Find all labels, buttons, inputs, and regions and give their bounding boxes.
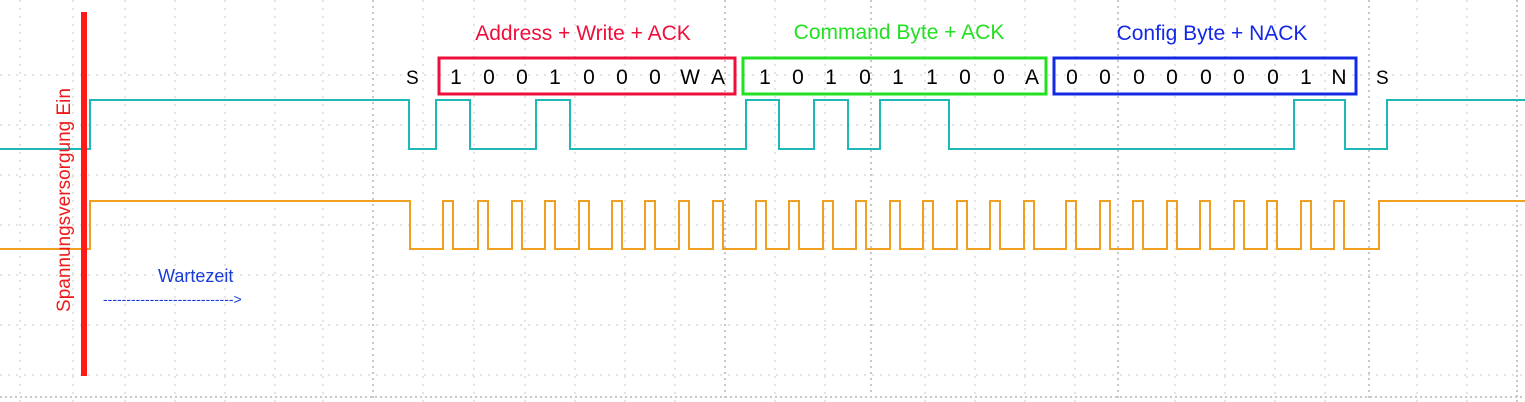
stop-symbol: S [1376, 68, 1389, 89]
bit-label: 0 [1133, 66, 1145, 89]
byte-group-box [1052, 56, 1358, 96]
bit-label: A [711, 66, 725, 89]
byte-group-title: Address + Write + ACK [475, 22, 691, 45]
bit-label: 0 [516, 66, 528, 89]
power-on-marker [81, 12, 87, 376]
byte-group-title: Config Byte + NACK [1117, 22, 1308, 45]
bit-label: 0 [649, 66, 661, 89]
byte-group-command: Command Byte + ACK 1 0 1 0 1 1 0 0 A [741, 21, 1048, 96]
bit-label: 1 [1300, 66, 1312, 89]
scl-trace [0, 200, 1525, 250]
bit-label: 0 [483, 66, 495, 89]
bit-label: 0 [792, 66, 804, 89]
bit-label: 0 [1200, 66, 1212, 89]
bit-label: W [680, 66, 700, 89]
bit-label: 1 [825, 66, 837, 89]
bit-label: 0 [859, 66, 871, 89]
bit-label: 1 [926, 66, 938, 89]
bit-label: 1 [759, 66, 771, 89]
byte-group-address: Address + Write + ACK 1 0 0 1 0 0 0 W A [437, 22, 737, 96]
bit-label: 0 [1099, 66, 1111, 89]
wait-label: Wartezeit [158, 266, 233, 286]
byte-group-box [437, 56, 737, 96]
bit-label: 0 [993, 66, 1005, 89]
byte-group-title: Command Byte + ACK [794, 21, 1005, 44]
byte-group-config: Config Byte + NACK 0 0 0 0 0 0 0 1 N [1052, 22, 1358, 96]
bit-label: 0 [616, 66, 628, 89]
bit-label: 0 [583, 66, 595, 89]
bit-label: 0 [1066, 66, 1078, 89]
bit-label: 0 [1233, 66, 1245, 89]
bit-label: 1 [450, 66, 462, 89]
bit-label: 1 [549, 66, 561, 89]
bit-label: A [1025, 66, 1039, 89]
sda-trace [0, 99, 1525, 150]
power-on-label: Spannungsversorgung Ein [54, 88, 75, 312]
bit-label: 0 [959, 66, 971, 89]
byte-group-box [741, 56, 1048, 96]
bit-label: N [1331, 66, 1346, 89]
bit-label: 1 [892, 66, 904, 89]
start-symbol: S [406, 68, 419, 89]
bit-label: 0 [1166, 66, 1178, 89]
wait-arrow: ----------------------------> [103, 291, 242, 307]
bit-label: 0 [1267, 66, 1279, 89]
